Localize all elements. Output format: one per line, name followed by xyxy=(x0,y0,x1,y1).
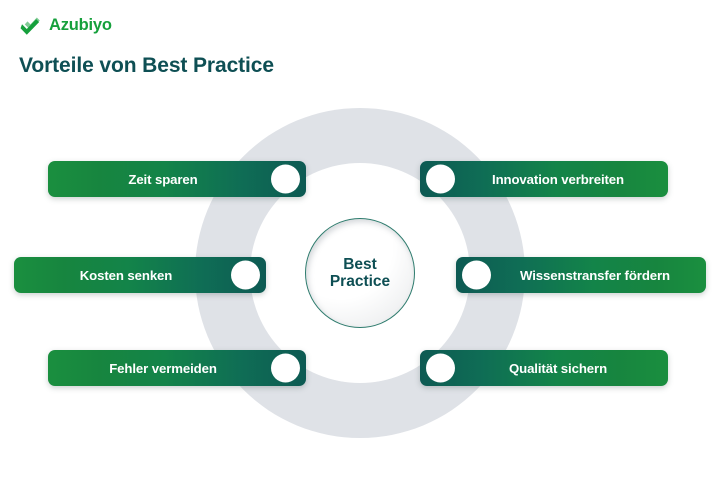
center-circle: Best Practice xyxy=(305,218,415,328)
pill-knob-icon xyxy=(426,164,455,194)
benefit-pill-zeit-sparen[interactable]: Zeit sparen xyxy=(48,161,306,197)
benefit-label: Wissenstransfer fördern xyxy=(519,267,670,283)
pill-knob-icon xyxy=(271,353,300,383)
benefit-pill-fehler-vermeiden[interactable]: Fehler vermeiden xyxy=(48,350,306,386)
center-label: Best Practice xyxy=(329,255,391,290)
pill-knob-icon xyxy=(231,260,260,290)
benefit-pill-innovation-verbreiten[interactable]: Innovation verbreiten xyxy=(420,161,668,197)
benefit-label: Kosten senken xyxy=(79,267,173,283)
brand-name: Azubiyo xyxy=(49,15,112,34)
pill-knob-icon xyxy=(462,260,491,290)
benefit-label: Qualität sichern xyxy=(508,360,608,376)
azubiyo-double-check-icon xyxy=(20,17,40,35)
benefit-pill-qualitaet-sichern[interactable]: Qualität sichern xyxy=(420,350,668,386)
benefit-label: Zeit sparen xyxy=(128,171,198,187)
benefit-pill-wissenstransfer-foerdern[interactable]: Wissenstransfer fördern xyxy=(456,257,706,293)
pill-knob-icon xyxy=(426,353,455,383)
brand-logo: Azubiyo xyxy=(20,14,112,36)
page-title: Vorteile von Best Practice xyxy=(19,54,274,77)
pill-knob-icon xyxy=(271,164,300,194)
benefit-label: Fehler vermeiden xyxy=(109,360,217,376)
benefit-pill-kosten-senken[interactable]: Kosten senken xyxy=(14,257,266,293)
benefit-label: Innovation verbreiten xyxy=(492,171,624,187)
